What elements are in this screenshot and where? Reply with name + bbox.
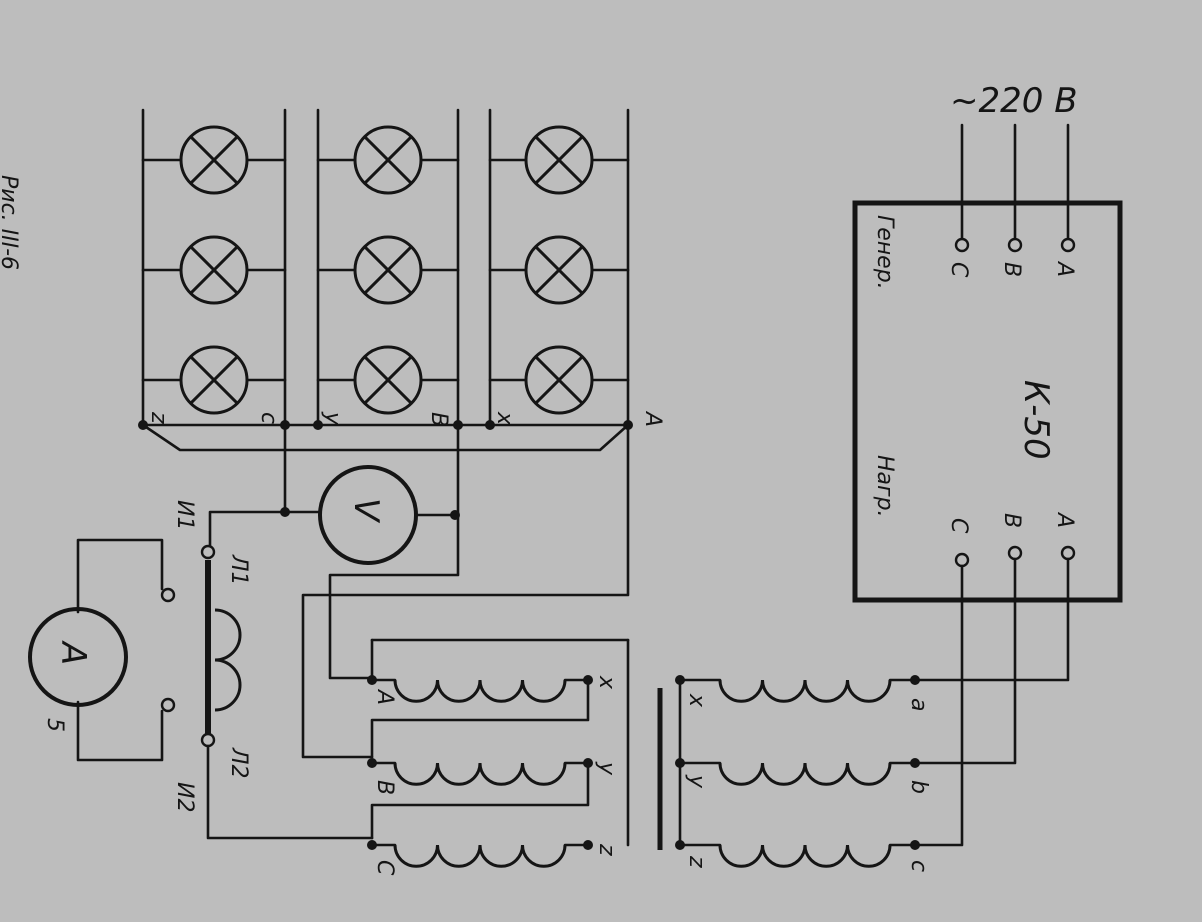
lamp xyxy=(488,345,630,415)
lamp-label-x: x xyxy=(492,411,517,426)
k50-controller: К-50 Генер. Нагр. С В А С В А xyxy=(852,200,1123,847)
lamp xyxy=(141,345,287,415)
primary-label-z: z xyxy=(594,843,619,856)
primary-winding xyxy=(393,844,567,868)
secondary-winding xyxy=(718,844,892,868)
primary-label-x: x xyxy=(594,675,619,690)
secondary-label-c: c xyxy=(906,860,931,872)
lamp xyxy=(488,235,630,305)
controller-name: К-50 xyxy=(1016,380,1056,460)
secondary-label-y: y xyxy=(684,774,709,789)
lamp xyxy=(141,125,287,195)
primary-label-c: C xyxy=(372,860,397,876)
ct-label-i1: И1 xyxy=(172,500,197,530)
lamp xyxy=(141,235,287,305)
load-terminal-a xyxy=(1060,545,1076,561)
controller-box xyxy=(852,200,1123,603)
secondary-label-x: x xyxy=(684,693,709,708)
lamp-label-z: z xyxy=(146,411,171,424)
load-terminal-c xyxy=(954,552,970,568)
primary-label-y: y xyxy=(594,761,619,776)
transformer-windings xyxy=(367,675,920,868)
load-terminal-a-label: А xyxy=(1052,511,1077,528)
lamp-label-a: A xyxy=(640,410,665,427)
secondary-label-z: z xyxy=(684,855,709,868)
generator-terminal-a xyxy=(1060,237,1076,253)
lamp-bank: z c y B x A xyxy=(138,108,665,452)
load-terminal-b-label: В xyxy=(999,513,1024,528)
lamp xyxy=(316,125,460,195)
supply-label: ~220 В xyxy=(950,81,1078,121)
primary-winding xyxy=(393,679,567,703)
load-terminal-c-label: С xyxy=(946,518,971,534)
ct-label-l2: Л2 xyxy=(226,747,251,779)
figure-caption: Рис. III-6 xyxy=(0,175,21,270)
generator-terminal-b-label: В xyxy=(999,262,1024,277)
ct-label-l1: Л1 xyxy=(226,554,251,586)
primary-label-a: A xyxy=(372,688,397,705)
generator-terminal-b xyxy=(1007,237,1023,253)
ct-label-i2: И2 xyxy=(172,782,197,812)
load-label: Нагр. xyxy=(872,455,897,518)
current-transformer: И1 Л1 Л2 И2 xyxy=(160,500,374,840)
lamp-grid xyxy=(141,125,630,415)
generator-terminal-c-label: С xyxy=(946,262,971,278)
generator-terminal-a-label: А xyxy=(1052,260,1077,277)
secondary-label-a: a xyxy=(906,698,931,711)
secondary-label-b: b xyxy=(906,780,931,794)
load-terminal-b xyxy=(1007,545,1023,561)
ammeter-extra-label: 5 xyxy=(42,718,67,732)
ammeter-symbol: A xyxy=(53,640,93,665)
lamp-label-c: c xyxy=(256,412,281,424)
lamp xyxy=(316,235,460,305)
secondary-winding xyxy=(718,679,892,703)
primary-winding xyxy=(393,762,567,786)
ammeter-dial xyxy=(28,607,128,707)
lamp-label-y: y xyxy=(320,411,345,426)
ammeter: A 5 xyxy=(28,538,164,762)
lamp xyxy=(488,125,630,195)
lamp-label-b: B xyxy=(426,412,451,427)
three-phase-transformer: A B C x y z x y z a b c xyxy=(367,638,931,876)
primary-label-b: B xyxy=(372,780,397,795)
generator-label: Генер. xyxy=(872,215,897,290)
generator-terminal-c xyxy=(954,237,970,253)
voltmeter: V xyxy=(208,423,630,759)
secondary-winding xyxy=(718,762,892,786)
voltmeter-symbol: V xyxy=(346,498,386,524)
supply-input: ~220 В xyxy=(950,81,1078,240)
lamp xyxy=(316,345,460,415)
